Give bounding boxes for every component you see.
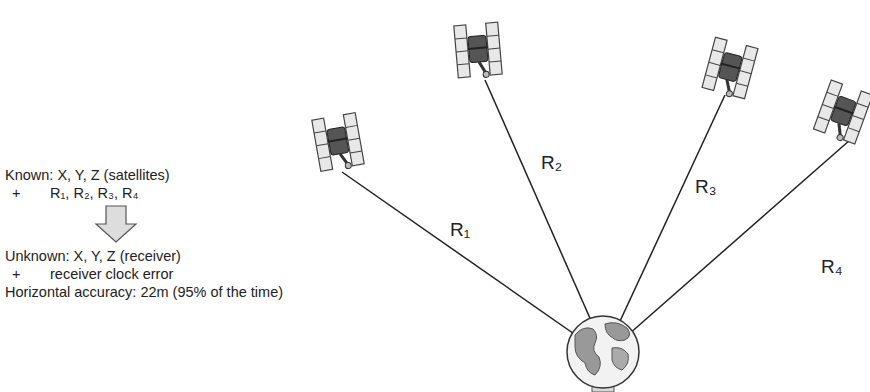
range-line (612, 140, 850, 349)
range-label: R₂ (541, 152, 562, 174)
satellite (454, 22, 503, 80)
known-text: Known: X, Y, Z (satellites) (5, 167, 170, 184)
earth-globe (567, 316, 639, 392)
plus-sign: + (12, 266, 20, 283)
range-label: R₃ (695, 176, 716, 198)
unknown-text: Unknown: X, Y, Z (receiver) (5, 248, 181, 265)
satellite (312, 113, 365, 174)
range-line (608, 95, 725, 347)
clock-error-text: receiver clock error (50, 266, 173, 283)
accuracy-note: Horizontal accuracy: 22m (95% of the tim… (5, 284, 283, 301)
range-label: R₄ (821, 256, 842, 278)
range-line (342, 172, 600, 352)
plus-sign: + (12, 185, 20, 202)
range-label: R₁ (450, 219, 470, 241)
range-list: R₁, R₂, R₃, R₄ (50, 185, 138, 202)
block-arrow (96, 206, 136, 242)
range-line (485, 80, 604, 350)
satellite (702, 37, 758, 101)
satellite (813, 80, 870, 146)
